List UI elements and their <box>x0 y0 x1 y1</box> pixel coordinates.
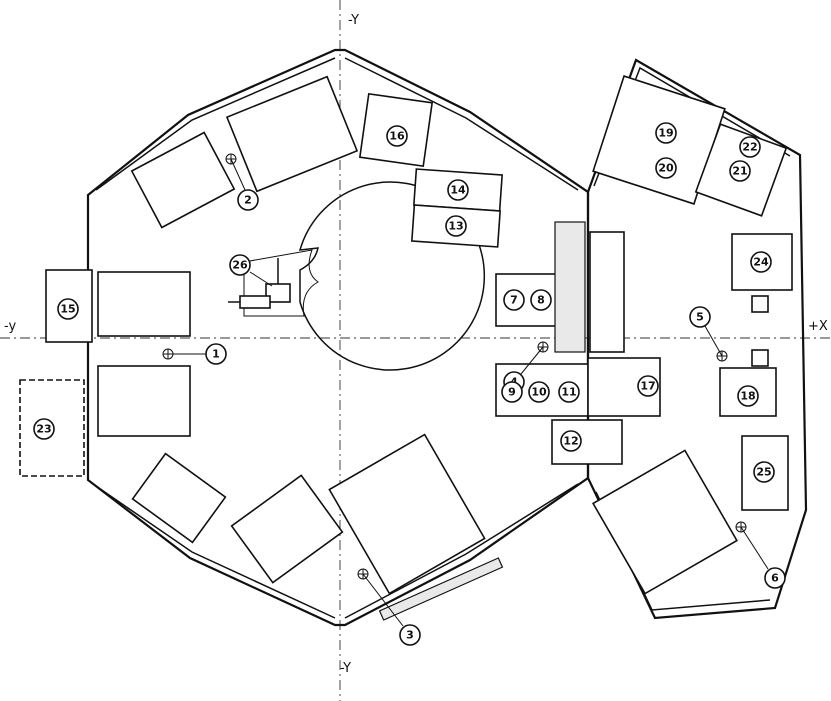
rack-column-2 <box>589 231 625 353</box>
callout-7: 7 <box>503 289 525 311</box>
callout-15: 15 <box>57 298 79 320</box>
callout-26: 26 <box>229 254 251 276</box>
svg-text:17: 17 <box>640 380 655 393</box>
callout-1: 1 <box>205 343 227 365</box>
svg-text:15: 15 <box>60 303 75 316</box>
svg-text:25: 25 <box>756 466 771 479</box>
marker-4 <box>537 341 549 353</box>
svg-text:3: 3 <box>406 629 414 642</box>
equipment-box-left-upper <box>97 271 191 337</box>
equipment-bottom-side-panel <box>592 449 738 595</box>
svg-text:18: 18 <box>740 390 755 403</box>
callout-17: 17 <box>637 375 659 397</box>
callout-3: 3 <box>399 624 421 646</box>
svg-text:12: 12 <box>563 435 578 448</box>
callout-5: 5 <box>689 306 711 328</box>
small-square-lower <box>751 349 769 367</box>
equipment-box-left-lower <box>97 365 191 437</box>
callout-20: 20 <box>655 157 677 179</box>
marker-5 <box>716 350 728 362</box>
equipment-box-24 <box>731 233 793 291</box>
callout-13: 13 <box>445 215 467 237</box>
axis-label-top: -Y <box>348 13 359 28</box>
callout-2: 2 <box>237 189 259 211</box>
svg-text:26: 26 <box>232 259 248 272</box>
svg-text:22: 22 <box>742 141 757 154</box>
svg-text:11: 11 <box>561 386 576 399</box>
callout-12: 12 <box>560 430 582 452</box>
callout-19: 19 <box>655 122 677 144</box>
fixture-26 <box>228 258 291 309</box>
svg-text:16: 16 <box>389 130 405 143</box>
svg-text:9: 9 <box>508 386 516 399</box>
callout-23: 23 <box>33 418 55 440</box>
callout-25: 25 <box>753 461 775 483</box>
equipment-top-left-panel <box>130 131 236 229</box>
svg-text:20: 20 <box>658 162 674 175</box>
axis-label-bottom: -Y <box>340 661 351 676</box>
svg-text:10: 10 <box>531 386 547 399</box>
svg-text:7: 7 <box>510 294 518 307</box>
svg-text:1: 1 <box>212 348 220 361</box>
callout-22: 22 <box>739 136 761 158</box>
circular-hatch <box>298 181 485 371</box>
equipment-bottom-right-panel <box>328 433 486 595</box>
axis-label-left: -y <box>4 319 16 334</box>
marker-3 <box>357 568 369 580</box>
callout-14: 14 <box>447 179 469 201</box>
hatch-cutaway <box>243 249 319 317</box>
marker-2 <box>225 153 237 165</box>
svg-text:5: 5 <box>696 311 704 324</box>
svg-text:24: 24 <box>753 256 769 269</box>
svg-text:8: 8 <box>537 294 545 307</box>
svg-text:2: 2 <box>244 194 252 207</box>
rack-column <box>554 221 586 353</box>
equipment-bottom-left-panel <box>131 452 227 544</box>
callout-16: 16 <box>386 125 408 147</box>
callout-10: 10 <box>528 381 550 403</box>
bottom-ramp <box>378 557 504 621</box>
callout-9: 9 <box>501 381 523 403</box>
equipment-box-23 <box>19 379 85 477</box>
svg-text:6: 6 <box>771 572 779 585</box>
equipment-top-center-panel <box>225 75 359 193</box>
svg-text:14: 14 <box>450 184 466 197</box>
marker-1 <box>162 348 174 360</box>
callout-24: 24 <box>750 251 772 273</box>
axis-label-right: +X <box>808 319 828 334</box>
callout-8: 8 <box>530 289 552 311</box>
svg-text:21: 21 <box>732 165 747 178</box>
callout-11: 11 <box>558 381 580 403</box>
callout-6: 6 <box>764 567 786 589</box>
equipment-bottom-center-panel <box>230 474 344 584</box>
svg-text:19: 19 <box>658 127 673 140</box>
callout-18: 18 <box>737 385 759 407</box>
marker-6 <box>735 521 747 533</box>
svg-text:13: 13 <box>448 220 463 233</box>
small-square-upper <box>751 295 769 313</box>
svg-text:23: 23 <box>36 423 51 436</box>
equipment-box-18 <box>719 367 777 417</box>
callout-21: 21 <box>729 160 751 182</box>
